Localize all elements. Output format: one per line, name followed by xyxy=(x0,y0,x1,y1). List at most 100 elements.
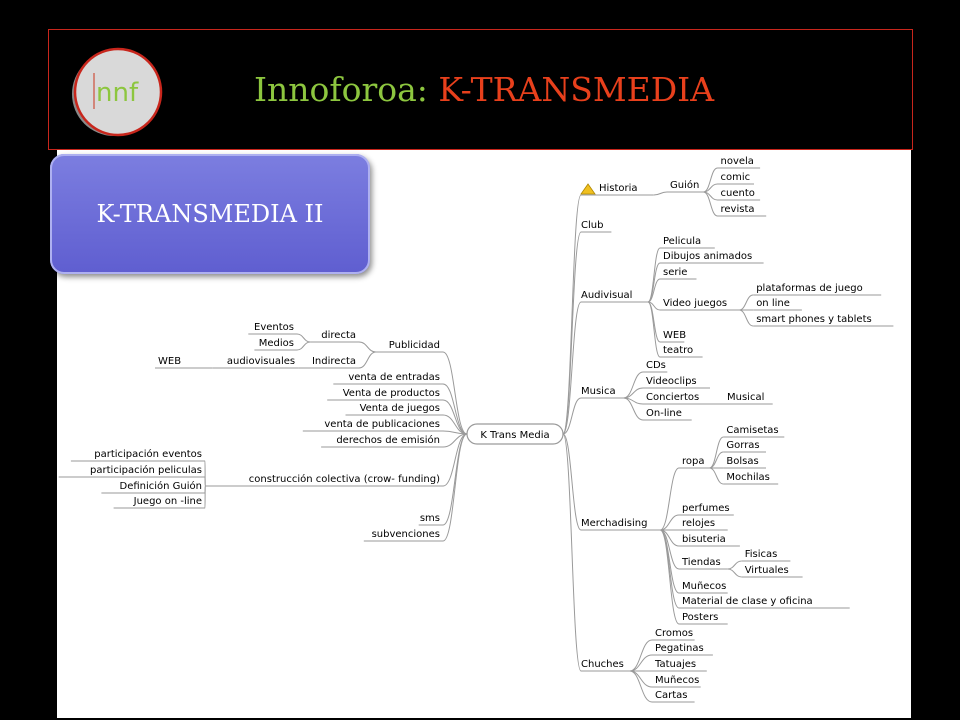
connector-line xyxy=(709,467,724,485)
connector-line xyxy=(562,301,582,435)
connector-line xyxy=(442,351,468,435)
connector-line xyxy=(442,383,468,435)
node-pegatinas: Pegatinas xyxy=(655,643,704,654)
node-guion: Guión xyxy=(670,179,699,191)
node-definicion-guion: Definición Guión xyxy=(120,480,203,492)
node-musica: Musica xyxy=(581,386,616,397)
node-venta-de-publicaciones: venta de publicaciones xyxy=(324,419,440,430)
connector-line xyxy=(647,278,661,303)
node-audiovisuales: audiovisuales xyxy=(227,356,295,367)
connector-line xyxy=(659,529,680,625)
connector-line xyxy=(653,191,668,196)
node-musical: Musical xyxy=(727,392,764,403)
node-on-line: On-line xyxy=(646,408,682,419)
node-posters: Posters xyxy=(682,612,718,623)
node-munecos: Muñecos xyxy=(682,581,726,592)
node-ropa: ropa xyxy=(682,456,705,467)
connector-line xyxy=(296,333,311,343)
node-videoclips: Videoclips xyxy=(646,376,697,387)
node-revista: revista xyxy=(721,204,755,215)
connector-line xyxy=(647,301,661,358)
node-web: WEB xyxy=(158,356,181,367)
node-k-trans-media: K Trans Media xyxy=(480,430,549,441)
connector-line xyxy=(739,294,754,311)
connector-line xyxy=(562,433,582,531)
header-bar: nnf Innoforoa: K-TRANSMEDIA xyxy=(48,29,913,150)
connector-line xyxy=(442,433,468,542)
connector-line xyxy=(562,231,582,435)
node-merchadising: Merchadising xyxy=(581,518,647,529)
node-eventos: Eventos xyxy=(254,322,294,333)
page-title-prefix: Innoforoa: xyxy=(254,70,439,109)
node-venta-de-entradas: venta de entradas xyxy=(348,372,440,383)
innoforoa-logo: nnf xyxy=(69,45,164,140)
connector-line xyxy=(659,529,680,609)
connector-line xyxy=(629,670,653,703)
node-gorras: Gorras xyxy=(726,440,759,451)
node-directa: directa xyxy=(321,330,356,341)
node-bolsas: Bolsas xyxy=(726,456,758,467)
connector-line xyxy=(358,341,377,353)
connector-line xyxy=(562,194,582,435)
connector-line xyxy=(629,639,653,672)
page-title: Innoforoa: K-TRANSMEDIA xyxy=(254,70,714,109)
connector-line xyxy=(442,433,468,526)
warning-icon xyxy=(580,183,596,195)
node-historia: Historia xyxy=(599,183,638,194)
node-pelicula: Pelicula xyxy=(663,236,701,247)
node-cromos: Cromos xyxy=(655,628,693,639)
connector-line xyxy=(727,560,742,570)
connector-line xyxy=(647,301,661,343)
node-teatro: teatro xyxy=(663,345,693,356)
node-video-juegos: Video juegos xyxy=(663,298,727,309)
connector-line xyxy=(623,371,644,399)
connector-line xyxy=(739,309,754,327)
node-bisuteria: bisuteria xyxy=(682,534,726,545)
logo-badge-icon: nnf xyxy=(72,47,163,137)
connector-line xyxy=(562,397,582,435)
node-web: WEB xyxy=(663,330,686,341)
node-fisicas: Fisicas xyxy=(745,549,778,560)
connector-line xyxy=(629,654,653,672)
node-chuches: Chuches xyxy=(581,659,624,670)
node-conciertos: Conciertos xyxy=(646,392,699,403)
node-indirecta: Indirecta xyxy=(312,356,356,367)
node-dibujos-animados: Dibujos animados xyxy=(663,251,752,262)
node-novela: novela xyxy=(721,156,754,167)
connector-line xyxy=(727,568,742,578)
node-juego-on-line: Juego on -line xyxy=(133,496,202,507)
node-audivisual: Audivisual xyxy=(581,290,632,301)
mindmap-diagram: K Trans Media Historia Guión novela comic cue… xyxy=(58,156,894,703)
mindmap-canvas: K Trans Media Historia Guión novela comic cue… xyxy=(50,150,911,718)
connector-line xyxy=(442,399,468,435)
node-cartas: Cartas xyxy=(655,690,687,701)
node-participacion-peliculas: participación peliculas xyxy=(90,464,202,476)
node-camisetas: Camisetas xyxy=(726,425,778,436)
connector-line xyxy=(647,262,661,303)
node-mochilas: Mochilas xyxy=(726,472,769,483)
node-participacion-eventos: participación eventos xyxy=(94,448,202,460)
node-smart-phones-y-tablets: smart phones y tablets xyxy=(756,314,872,325)
node-construccion-colectiva-crow-funding: construcción colectiva (crow- funding) xyxy=(249,473,440,485)
node-venta-de-productos: Venta de productos xyxy=(343,388,440,399)
node-club: Club xyxy=(581,220,603,231)
connector-line xyxy=(629,670,653,688)
subtitle-box: K-TRANSMEDIA II xyxy=(50,154,370,274)
node-on-line: on line xyxy=(756,298,790,309)
page-title-main: K-TRANSMEDIA xyxy=(438,70,715,109)
connector-line xyxy=(562,433,582,672)
node-serie: serie xyxy=(663,267,687,278)
connector-line xyxy=(296,341,311,351)
node-cuento: cuento xyxy=(721,188,755,199)
node-tatuajes: Tatuajes xyxy=(654,659,696,670)
connector-line xyxy=(358,351,377,369)
connector-line xyxy=(703,191,718,217)
node-virtuales: Virtuales xyxy=(745,565,789,576)
connector-line xyxy=(659,467,680,531)
node-material-de-clase-y-oficina: Material de clase y oficina xyxy=(682,596,813,607)
node-relojes: relojes xyxy=(682,518,715,529)
node-cds: CDs xyxy=(646,360,666,371)
node-comic: comic xyxy=(721,172,751,183)
connector-line xyxy=(647,247,661,303)
node-sms: sms xyxy=(420,513,440,524)
